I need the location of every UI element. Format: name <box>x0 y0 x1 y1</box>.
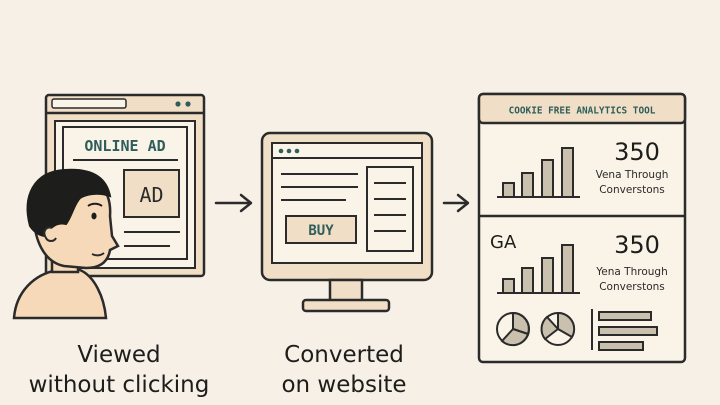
ad-box-label: AD <box>139 183 163 207</box>
buy-button[interactable] <box>285 215 357 244</box>
person-eyebrow <box>87 202 103 207</box>
top-metric-number: 350 <box>614 138 660 166</box>
monitor-base <box>301 298 391 313</box>
step1-caption: Viewed without clicking <box>14 340 224 400</box>
person-ear <box>43 226 57 242</box>
window-dot-icon <box>286 148 292 154</box>
window-dot-icon <box>185 101 191 107</box>
bottom-metric-number: 350 <box>614 231 660 259</box>
page-sidebar <box>366 166 414 252</box>
bottom-metric-caption-1: Yena Through <box>595 266 667 278</box>
arrow-right-icon <box>214 193 253 213</box>
ad-box <box>123 169 180 218</box>
horizontal-bar-list-icon <box>591 309 658 351</box>
step2-caption-line2: on website <box>281 372 407 398</box>
top-metric-caption-2: Converstons <box>599 184 665 196</box>
person-eye <box>91 212 97 220</box>
top-bar-chart-icon <box>497 147 580 198</box>
browser-tab <box>51 98 127 109</box>
pie-chart-icon <box>540 311 576 346</box>
online-ad-heading: ONLINE AD <box>84 137 165 155</box>
step1-caption-line2: without clicking <box>28 372 210 398</box>
buy-button-label: BUY <box>308 223 334 239</box>
bottom-metric-caption-2: Converstons <box>599 281 665 293</box>
pie-chart-icon <box>496 311 530 347</box>
arrow-right-icon <box>442 193 470 213</box>
desktop-monitor: BUY <box>260 131 434 313</box>
window-dot-icon <box>278 148 284 154</box>
step1-caption-line1: Viewed <box>77 342 161 368</box>
dashboard-header <box>477 92 687 125</box>
window-dot-icon <box>175 101 181 107</box>
ga-label: GA <box>490 232 517 253</box>
step2-caption-line1: Converted <box>284 342 404 368</box>
top-metric-caption-1: Vena Through <box>596 169 669 181</box>
dashboard-title: COOKIE FREE ANALYTICS TOOL <box>509 106 656 117</box>
analytics-dashboard: COOKIE FREE ANALYTICS TOOL 350 Vena Thro… <box>477 92 687 364</box>
window-dot-icon <box>294 148 300 154</box>
person-mouth <box>91 252 105 257</box>
bottom-bar-chart-icon <box>497 244 580 294</box>
person-illustration <box>12 168 120 320</box>
step2-caption: Converted on website <box>256 340 432 400</box>
monitor-neck <box>328 278 364 303</box>
